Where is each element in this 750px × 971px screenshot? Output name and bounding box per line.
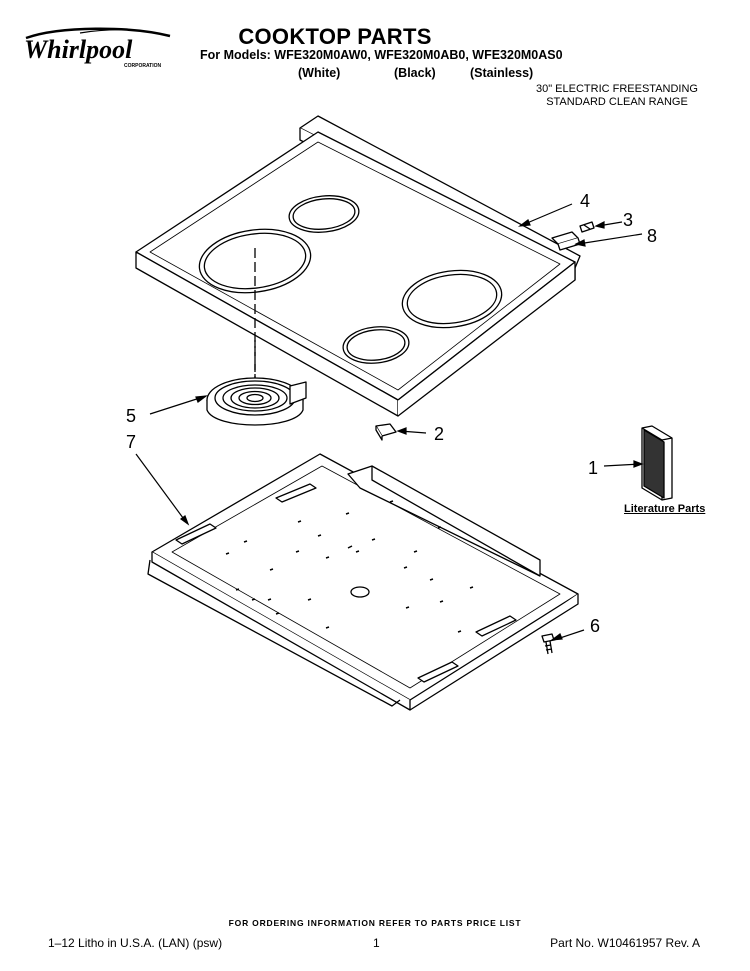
- callout-3: 3: [623, 210, 634, 230]
- callout-1: 1: [588, 458, 599, 478]
- page-title: COOKTOP PARTS: [0, 24, 640, 50]
- callout-8: 8: [647, 226, 658, 246]
- logo-wordmark: Whirlpool: [24, 35, 133, 64]
- cooktop-assembly: [135, 115, 581, 417]
- callout-6: 6: [590, 616, 601, 636]
- range-line-1: 30" ELECTRIC FREESTANDING: [535, 83, 698, 95]
- literature-parts-label: Literature Parts: [624, 503, 706, 515]
- part-number: Part No. W10461957 Rev. A: [550, 936, 700, 950]
- hinge-bracket: [551, 231, 581, 251]
- ordering-note: FOR ORDERING INFORMATION REFER TO PARTS …: [228, 918, 522, 928]
- variant-white: (White): [298, 66, 341, 80]
- variant-stainless: (Stainless): [470, 66, 534, 80]
- callout-7: 7: [126, 432, 137, 452]
- literature-booklet: [641, 425, 673, 501]
- callout-5: 5: [126, 406, 137, 426]
- support-holes: [225, 500, 474, 633]
- clip-part: [375, 423, 397, 441]
- screw-part-6: [541, 633, 555, 655]
- range-line-2: STANDARD CLEAN RANGE: [546, 96, 688, 108]
- whirlpool-logo: Whirlpool CORPORATION: [20, 24, 180, 70]
- screw-part-3: [579, 221, 595, 233]
- page-title-text: COOKTOP PARTS: [238, 24, 432, 49]
- surface-element: [206, 377, 307, 426]
- model-list: For Models: WFE320M0AW0, WFE320M0AB0, WF…: [200, 48, 563, 62]
- callout-2: 2: [434, 424, 445, 444]
- cooktop-support: [147, 453, 579, 711]
- variant-black: (Black): [394, 66, 436, 80]
- range-description: 30" ELECTRIC FREESTANDING STANDARD CLEAN…: [536, 83, 698, 109]
- logo-subtitle: CORPORATION: [124, 63, 162, 69]
- litho-note: 1–12 Litho in U.S.A. (LAN) (psw): [48, 936, 223, 950]
- page-number: 1: [373, 936, 380, 950]
- callout-4: 4: [580, 191, 591, 211]
